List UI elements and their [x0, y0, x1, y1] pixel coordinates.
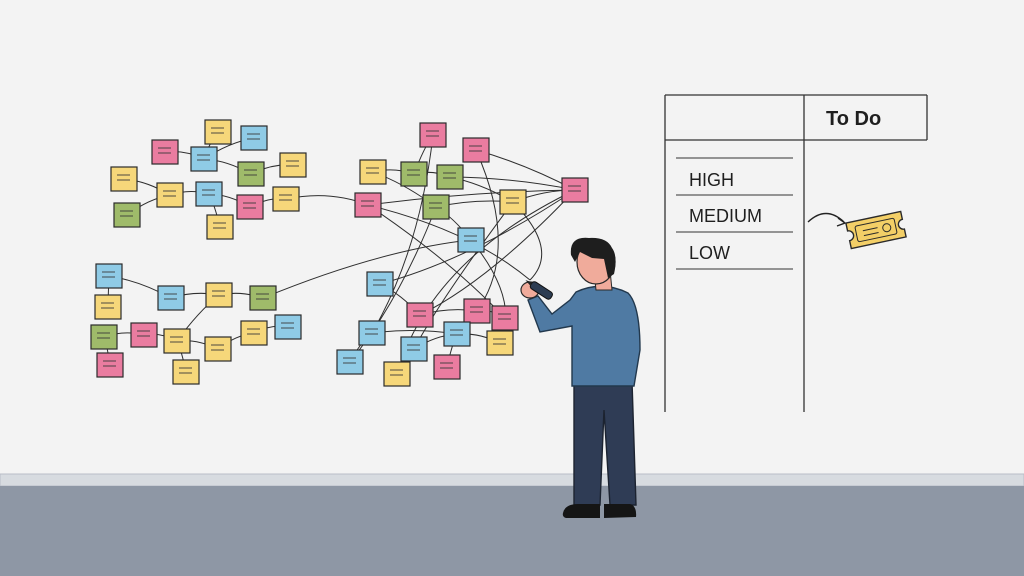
sticky-note [422, 194, 450, 220]
sticky-note [336, 349, 364, 375]
priority-low: LOW [689, 243, 730, 263]
sticky-note [110, 166, 138, 192]
sticky-note [462, 137, 490, 163]
sticky-note [499, 189, 527, 215]
sticky-note [457, 227, 485, 253]
sticky-note [96, 352, 124, 378]
sticky-note [156, 182, 184, 208]
sticky-note [272, 186, 300, 212]
connection-line [262, 239, 471, 299]
sticky-note [157, 285, 185, 311]
sticky-note [163, 328, 191, 354]
sticky-note [249, 285, 277, 311]
sticky-note [90, 324, 118, 350]
sticky-note [204, 336, 232, 362]
sticky-note [190, 146, 218, 172]
priority-medium: MEDIUM [689, 206, 762, 226]
sticky-note [237, 161, 265, 187]
sticky-note [205, 282, 233, 308]
sticky-note [383, 361, 411, 387]
sticky-note [400, 336, 428, 362]
connection-line [419, 189, 576, 316]
connection-line [367, 189, 576, 206]
sticky-note [433, 354, 461, 380]
person-shoe-right [604, 504, 637, 518]
floor [0, 486, 1024, 576]
sticky-note [443, 321, 471, 347]
sticky-note [130, 322, 158, 348]
person-hair [570, 237, 616, 278]
sticky-note [240, 125, 268, 151]
baseboard [0, 473, 1024, 487]
sticky-note [240, 320, 268, 346]
person [520, 237, 641, 518]
sticky-note [358, 320, 386, 346]
sticky-note [95, 263, 123, 289]
sticky-note [463, 298, 491, 324]
sticky-note [206, 214, 234, 240]
person-shoe-left [562, 504, 600, 518]
sticky-note [151, 139, 179, 165]
sticky-notes [90, 119, 589, 387]
connection-line [449, 176, 576, 191]
sticky-note [274, 314, 302, 340]
curved-arrow-icon [807, 212, 847, 227]
sticky-note [172, 359, 200, 385]
connection-line [371, 134, 434, 334]
sticky-note [94, 294, 122, 320]
priority-board: To Do HIGH MEDIUM LOW [664, 94, 928, 412]
sticky-note [406, 302, 434, 328]
sticky-note [561, 177, 589, 203]
sticky-note [400, 161, 428, 187]
ticket-icon [845, 210, 907, 250]
sticky-note [366, 271, 394, 297]
sticky-note [486, 330, 514, 356]
sticky-note [491, 305, 519, 331]
marker-icon [525, 280, 553, 300]
todo-header: To Do [826, 108, 881, 130]
connection-line [349, 206, 437, 363]
connection-line [475, 149, 499, 312]
sticky-note [359, 159, 387, 185]
sticky-note [113, 202, 141, 228]
priority-high: HIGH [689, 170, 734, 190]
sticky-note [354, 192, 382, 218]
sticky-note [419, 122, 447, 148]
sticky-note [236, 194, 264, 220]
sticky-note [279, 152, 307, 178]
sticky-note [195, 181, 223, 207]
sticky-note [436, 164, 464, 190]
connection-line [367, 204, 506, 319]
sticky-note [204, 119, 232, 145]
